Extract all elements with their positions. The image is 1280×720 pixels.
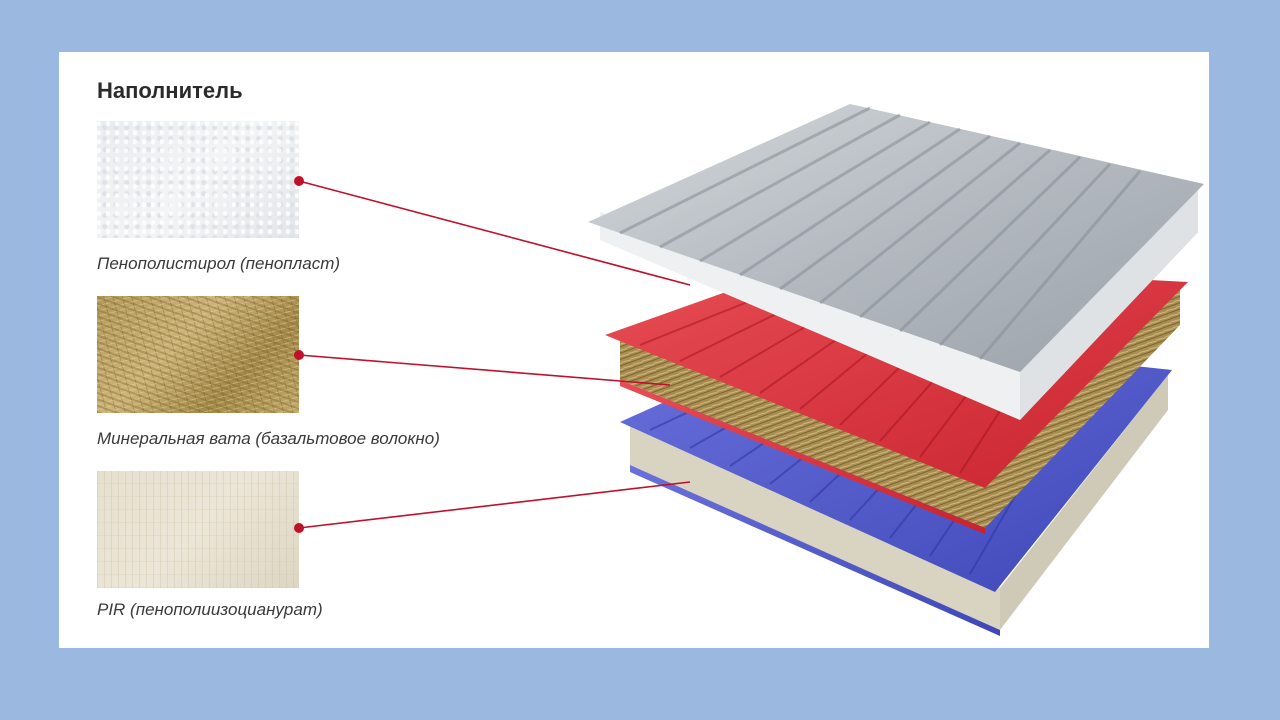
eps-sample-image [97, 121, 299, 238]
pir-sample-image [97, 471, 299, 588]
mineral-wool-leader-line [298, 354, 671, 386]
mineral-wool-leader-dot [294, 350, 304, 360]
pir-leader-line [298, 481, 691, 529]
eps-caption: Пенополистирол (пенопласт) [97, 254, 341, 273]
leader-lines [294, 176, 691, 533]
mineral-wool-sample-image [97, 296, 299, 413]
pir-leader-dot [294, 523, 304, 533]
mineral-wool-caption: Минеральная вата (базальтовое волокно) [97, 429, 440, 448]
eps-leader-line [298, 180, 691, 286]
pir-caption: PIR (пенополиизоцианурат) [97, 600, 323, 619]
section-title: Наполнитель [97, 78, 243, 103]
eps-leader-dot [294, 176, 304, 186]
eps-panel [588, 104, 1204, 420]
